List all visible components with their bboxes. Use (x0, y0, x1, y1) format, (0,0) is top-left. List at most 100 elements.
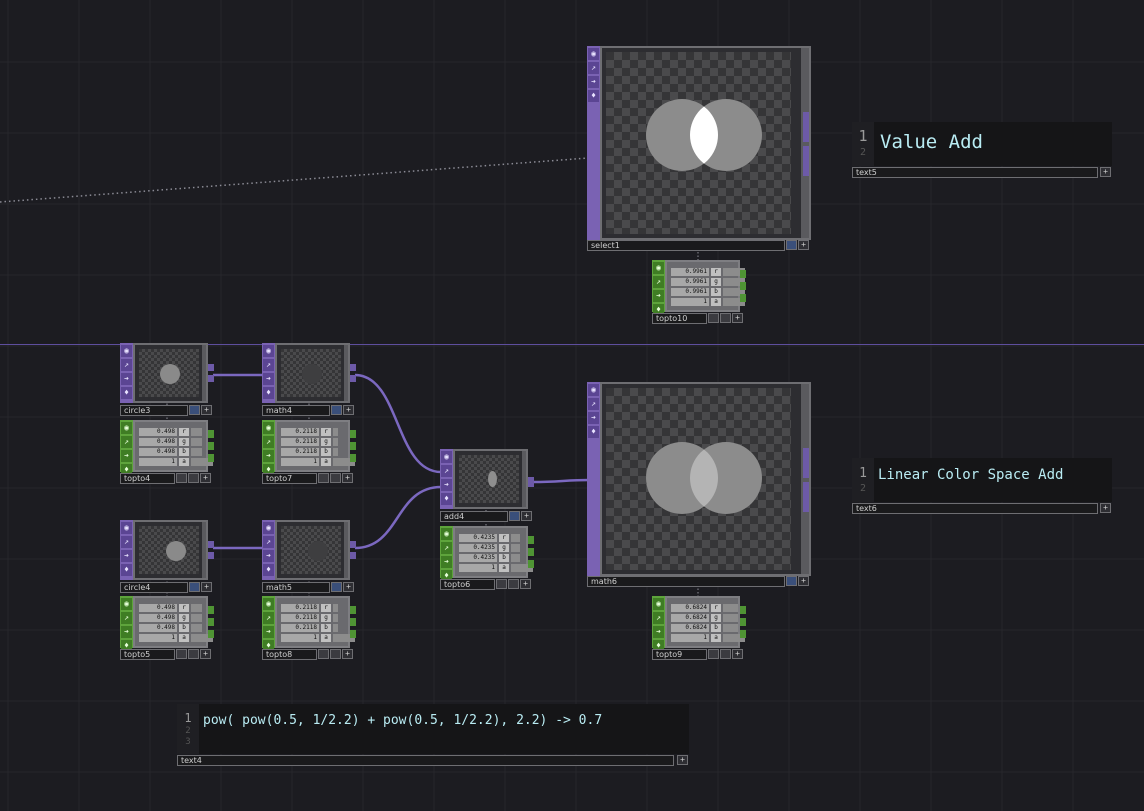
output-connector[interactable] (528, 536, 534, 544)
expand-button[interactable]: + (1100, 167, 1111, 177)
output-connector[interactable] (208, 364, 214, 371)
bypass-icon[interactable]: ↗ (263, 359, 274, 371)
bypass-icon[interactable]: ↗ (121, 359, 132, 371)
output-connector[interactable] (350, 375, 356, 382)
top-node-select1[interactable]: ◉ ↗ ➔ ♦ select1 + (587, 46, 811, 254)
text-editor[interactable]: 1 2 Linear Color Space Add (852, 458, 1112, 502)
node-name-label[interactable]: text6 (852, 503, 1098, 514)
top-node-circle3[interactable]: ◉ ↗ ➔ ♦ circle3 + (120, 343, 214, 417)
display-flag-icon[interactable]: ➔ (263, 550, 274, 562)
viewer-active-button[interactable] (786, 240, 797, 250)
expand-button[interactable]: + (677, 755, 688, 765)
viewer-active-button[interactable] (189, 582, 200, 592)
expand-button[interactable]: + (520, 579, 531, 589)
viewer-active-button[interactable] (188, 473, 199, 483)
expand-button[interactable]: + (521, 511, 532, 521)
node-name-label[interactable]: text5 (852, 167, 1098, 178)
output-connector[interactable] (208, 606, 214, 614)
bypass-icon[interactable]: ↗ (588, 398, 599, 410)
viewer-toggle-icon[interactable]: ◉ (263, 345, 274, 357)
output-connector[interactable] (740, 630, 746, 638)
node-name-label[interactable]: math4 (262, 405, 330, 416)
viewer-active-button[interactable] (188, 649, 199, 659)
viewer-toggle-icon[interactable]: ◉ (588, 48, 599, 60)
bypass-icon[interactable]: ↗ (263, 612, 274, 624)
top-node-math4[interactable]: ◉ ↗ ➔ ♦ math4 + (262, 343, 356, 417)
output-connector[interactable] (803, 448, 809, 478)
lock-icon[interactable]: ♦ (121, 387, 132, 399)
bypass-icon[interactable]: ↗ (653, 612, 664, 624)
viewer-active-button[interactable] (331, 405, 342, 415)
output-connector[interactable] (803, 482, 809, 512)
node-name-label[interactable]: math5 (262, 582, 330, 593)
viewer-toggle-icon[interactable]: ◉ (588, 384, 599, 396)
output-connector[interactable] (740, 282, 746, 290)
display-flag-icon[interactable]: ➔ (263, 450, 274, 462)
text-dat-text4[interactable]: 1 2 3 pow( pow(0.5, 1/2.2) + pow(0.5, 1/… (177, 704, 689, 768)
display-flag-icon[interactable]: ➔ (121, 626, 132, 638)
display-flag-icon[interactable]: ➔ (441, 556, 452, 568)
expand-button[interactable]: + (732, 649, 743, 659)
output-connector[interactable] (740, 294, 746, 302)
lock-icon[interactable]: ♦ (121, 640, 132, 652)
lock-icon[interactable]: ♦ (121, 564, 132, 576)
expand-button[interactable]: + (798, 240, 809, 250)
expand-button[interactable]: + (343, 582, 354, 592)
lock-icon[interactable]: ♦ (588, 90, 599, 102)
viewer-active-button[interactable] (176, 473, 187, 483)
expand-button[interactable]: + (200, 473, 211, 483)
viewer-active-button[interactable] (318, 473, 329, 483)
bypass-icon[interactable]: ↗ (588, 62, 599, 74)
output-connector[interactable] (350, 454, 356, 462)
lock-icon[interactable]: ♦ (653, 304, 664, 316)
output-connector[interactable] (208, 552, 214, 559)
display-flag-icon[interactable]: ➔ (121, 550, 132, 562)
lock-icon[interactable]: ♦ (653, 640, 664, 652)
output-connector[interactable] (528, 548, 534, 556)
output-connector[interactable] (740, 606, 746, 614)
display-flag-icon[interactable]: ➔ (263, 373, 274, 385)
viewer-active-button[interactable] (508, 579, 519, 589)
node-name-label[interactable]: topto10 (652, 313, 707, 324)
node-name-label[interactable]: topto7 (262, 473, 317, 484)
output-connector[interactable] (350, 364, 356, 371)
output-connector[interactable] (350, 552, 356, 559)
output-connector[interactable] (803, 146, 809, 176)
output-connector[interactable] (208, 454, 214, 462)
node-name-label[interactable]: circle4 (120, 582, 188, 593)
expand-button[interactable]: + (732, 313, 743, 323)
viewer-toggle-icon[interactable]: ◉ (263, 422, 274, 434)
viewer-toggle-icon[interactable]: ◉ (121, 598, 132, 610)
output-connector[interactable] (350, 442, 356, 450)
expand-button[interactable]: + (342, 649, 353, 659)
output-connector[interactable] (208, 618, 214, 626)
lock-icon[interactable]: ♦ (263, 464, 274, 476)
bypass-icon[interactable]: ↗ (441, 465, 452, 477)
node-name-label[interactable]: topto4 (120, 473, 175, 484)
display-flag-icon[interactable]: ➔ (263, 626, 274, 638)
output-connector[interactable] (208, 375, 214, 382)
top-node-math5[interactable]: ◉ ↗ ➔ ♦ math5 + (262, 520, 356, 594)
node-viewer[interactable] (275, 520, 350, 580)
node-name-label[interactable]: topto8 (262, 649, 317, 660)
viewer-active-button[interactable] (720, 649, 731, 659)
display-flag-icon[interactable]: ➔ (441, 479, 452, 491)
viewer-toggle-icon[interactable]: ◉ (121, 422, 132, 434)
node-viewer[interactable] (453, 449, 528, 509)
text-dat-text5[interactable]: 1 2 Value Add text5 + (852, 122, 1112, 180)
node-name-label[interactable]: select1 (587, 240, 785, 251)
viewer-toggle-icon[interactable]: ◉ (121, 345, 132, 357)
viewer-active-button[interactable] (708, 313, 719, 323)
output-connector[interactable] (803, 112, 809, 142)
bypass-icon[interactable]: ↗ (121, 436, 132, 448)
lock-icon[interactable]: ♦ (263, 640, 274, 652)
node-name-label[interactable]: text4 (177, 755, 674, 766)
